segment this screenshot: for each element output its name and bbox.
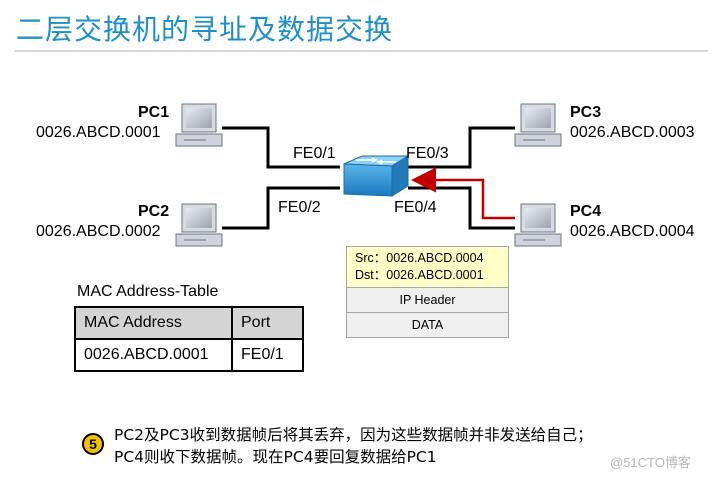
port-label-fe0-4: FE0/4 — [394, 199, 437, 216]
mac-table-caption: MAC Address-Table — [77, 283, 219, 300]
computer-icon — [175, 103, 223, 147]
data-frame: Src：0026.ABCD.0004 Dst：0026.ABCD.0001 IP… — [346, 246, 509, 338]
pc4-mac: 0026.ABCD.0004 — [570, 223, 695, 240]
column-header-port: Port — [231, 306, 304, 340]
title-divider — [14, 50, 708, 52]
pc3-mac: 0026.ABCD.0003 — [570, 124, 695, 141]
step-number-badge: 5 — [82, 433, 104, 455]
pc3-name: PC3 — [570, 104, 602, 121]
frame-dst: Dst：0026.ABCD.0001 — [355, 268, 484, 282]
frame-ip-header: IP Header — [347, 288, 508, 313]
table-row: 0026.ABCD.0001 FE0/1 — [74, 338, 304, 372]
pc1-mac: 0026.ABCD.0001 — [36, 124, 161, 141]
port-label-fe0-3: FE0/3 — [406, 145, 449, 162]
watermark: @51CTO博客 — [610, 455, 691, 470]
link-pc1 — [222, 126, 340, 169]
note-line-1: PC2及PC3收到数据帧后将其丢弃，因为这些数据帧并非发送给自己； — [114, 426, 593, 444]
link-pc3 — [408, 126, 515, 169]
link-pc4 — [408, 186, 515, 230]
explanation-note: PC2及PC3收到数据帧后将其丢弃，因为这些数据帧并非发送给自己； PC4则收下… — [114, 424, 593, 468]
column-header-mac: MAC Address — [74, 306, 233, 340]
frame-data: DATA — [347, 313, 508, 337]
computer-icon — [514, 203, 562, 247]
pc2-mac: 0026.ABCD.0002 — [36, 223, 161, 240]
switch-icon — [343, 155, 410, 197]
link-pc2 — [222, 186, 340, 230]
pc2-name: PC2 — [138, 203, 170, 220]
mac-address-table: MAC Address Port 0026.ABCD.0001 FE0/1 — [74, 306, 304, 372]
computer-icon — [514, 103, 562, 147]
cell-mac: 0026.ABCD.0001 — [74, 338, 233, 372]
note-line-2: PC4则收下数据帧。现在PC4要回复数据给PC1 — [114, 448, 437, 466]
port-label-fe0-2: FE0/2 — [278, 199, 321, 216]
pc1-name: PC1 — [138, 104, 170, 121]
port-label-fe0-1: FE0/1 — [293, 145, 336, 162]
table-header-row: MAC Address Port — [74, 306, 304, 340]
frame-path-arrow — [411, 167, 515, 220]
computer-icon — [175, 203, 223, 247]
cell-port: FE0/1 — [231, 338, 304, 372]
pc4-name: PC4 — [570, 203, 602, 220]
frame-src: Src：0026.ABCD.0004 — [355, 251, 484, 265]
page-title: 二层交换机的寻址及数据交换 — [16, 13, 394, 46]
frame-header: Src：0026.ABCD.0004 Dst：0026.ABCD.0001 — [347, 247, 508, 288]
